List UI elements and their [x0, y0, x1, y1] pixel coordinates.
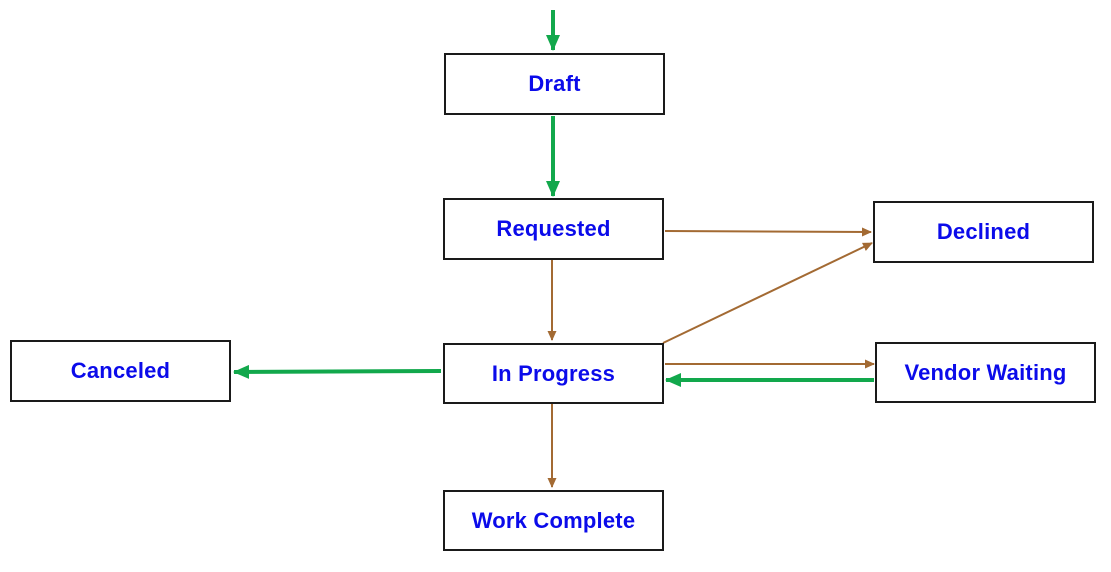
node-declined-label: Declined [936, 219, 1031, 244]
node-declined: Declined [873, 201, 1094, 263]
edge-in-progress-to-declined [662, 242, 873, 344]
node-requested-label: Requested [496, 216, 611, 241]
edge-requested-to-declined [664, 227, 872, 237]
node-vendor-waiting: Vendor Waiting [875, 342, 1096, 403]
node-in-progress-label: In Progress [491, 360, 616, 386]
node-draft-label: Draft [528, 71, 581, 96]
node-work-complete-label: Work Complete [471, 507, 636, 533]
node-work-complete: Work Complete [443, 490, 664, 551]
node-canceled-label: Canceled [70, 358, 171, 383]
node-draft: Draft [444, 53, 665, 115]
node-vendor-waiting-label: Vendor Waiting [904, 359, 1067, 385]
edge-in-progress-to-canceled [233, 364, 442, 379]
node-canceled: Canceled [10, 340, 231, 402]
node-requested: Requested [443, 198, 664, 260]
node-in-progress: In Progress [443, 343, 664, 404]
